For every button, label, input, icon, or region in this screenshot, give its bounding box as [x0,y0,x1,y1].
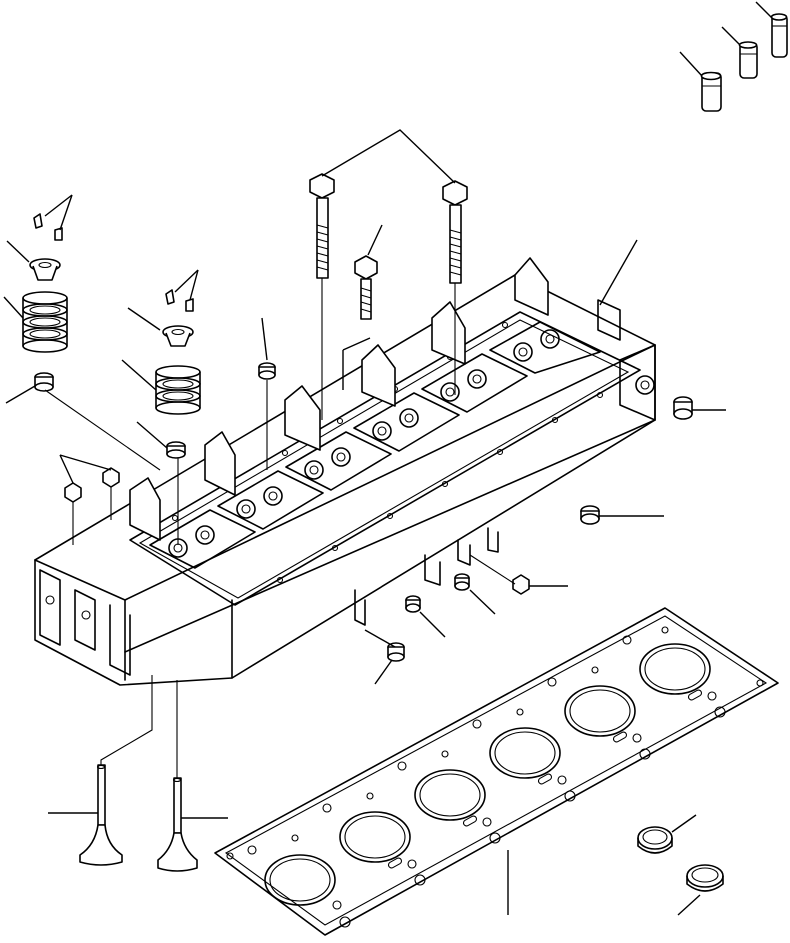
valve-spring [22,291,68,353]
head-bolt-long [442,180,468,395]
valve-tappet-group [679,1,788,112]
seal-ring [637,826,673,854]
valve-pocket [421,353,528,413]
valve-pocket [217,470,324,530]
valve-keepers [165,289,194,312]
spring-retainer [29,258,61,281]
plug [512,574,530,595]
plug [64,482,82,545]
valve-pocket [489,321,601,374]
valve-spring [155,365,201,415]
valve-stem-seal [258,362,276,380]
cylinder-head-gasket [214,607,779,936]
valve-tappet [770,13,788,58]
plug [454,573,470,591]
seal-ring [686,864,724,892]
valve-stem-seal [34,372,54,392]
valve-tappet [700,71,722,112]
valve-keepers [33,213,63,241]
plug [102,467,120,520]
plug [673,396,693,420]
cylinder-head [34,257,656,686]
intake-valve [79,764,123,866]
plug [405,595,421,613]
valve-pocket [285,431,392,491]
head-bolt-long [309,173,335,420]
exhaust-valve [157,777,198,872]
valve-tappet [738,41,758,79]
valve-stem-seal [166,441,186,459]
spring-retainer [162,325,194,347]
plug [387,642,405,662]
plug [580,505,600,525]
head-bolt-short [354,255,378,320]
